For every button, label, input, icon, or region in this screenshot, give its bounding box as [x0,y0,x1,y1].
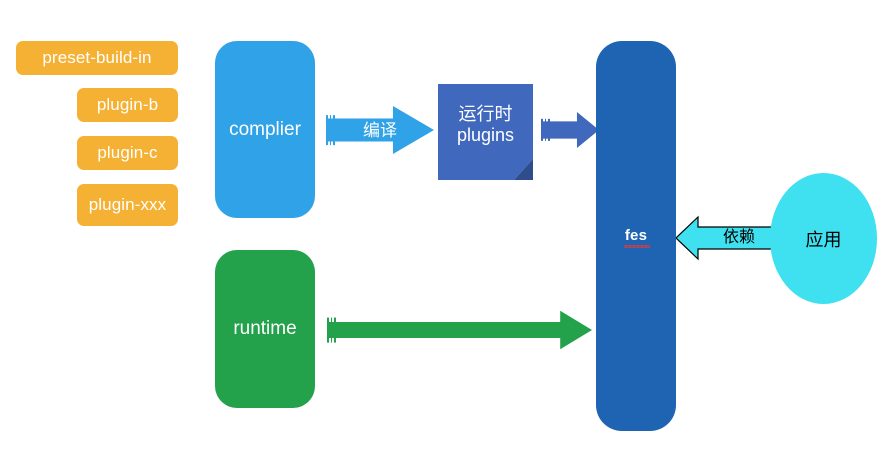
runtime-plugins-note[interactable]: 运行时 plugins [438,84,533,180]
runtime-to-fes-arrow [327,310,592,350]
plugin-label: plugin-b [96,95,159,115]
arrow-body [327,310,592,350]
runtime-plugins-line1: 运行时 [458,103,513,124]
dependency-arrow-label: 依赖 [722,229,755,246]
runtime-block[interactable]: runtime [215,250,315,408]
fes-block[interactable]: fes [596,41,676,431]
plugin-box-preset-build-in[interactable]: preset-build-in [16,41,178,75]
arrow-body [541,112,599,148]
plugins-to-fes-arrow [541,112,599,148]
compile-arrow: 编译 [326,106,434,154]
compiler-label: complier [229,118,301,140]
application-label: 应用 [805,229,842,250]
dependency-arrow: 依赖 [676,215,778,261]
dependency-arrow-shape [676,215,778,261]
application-ellipse[interactable]: 应用 [770,173,877,304]
plugin-label: plugin-c [97,143,158,163]
fes-label: fes [623,226,651,249]
plugin-label: plugin-xxx [88,195,167,215]
note-text: 运行时 plugins [438,84,533,180]
runtime-label: runtime [233,318,297,340]
plugin-box-plugin-xxx[interactable]: plugin-xxx [77,184,178,226]
plugin-label: preset-build-in [42,48,152,68]
plugin-box-plugin-b[interactable]: plugin-b [77,88,178,122]
plugin-box-plugin-c[interactable]: plugin-c [77,136,178,170]
compiler-block[interactable]: complier [215,41,315,218]
compile-arrow-label: 编译 [363,120,397,140]
note-body [438,84,533,180]
runtime-plugins-line2: plugins [456,125,515,145]
